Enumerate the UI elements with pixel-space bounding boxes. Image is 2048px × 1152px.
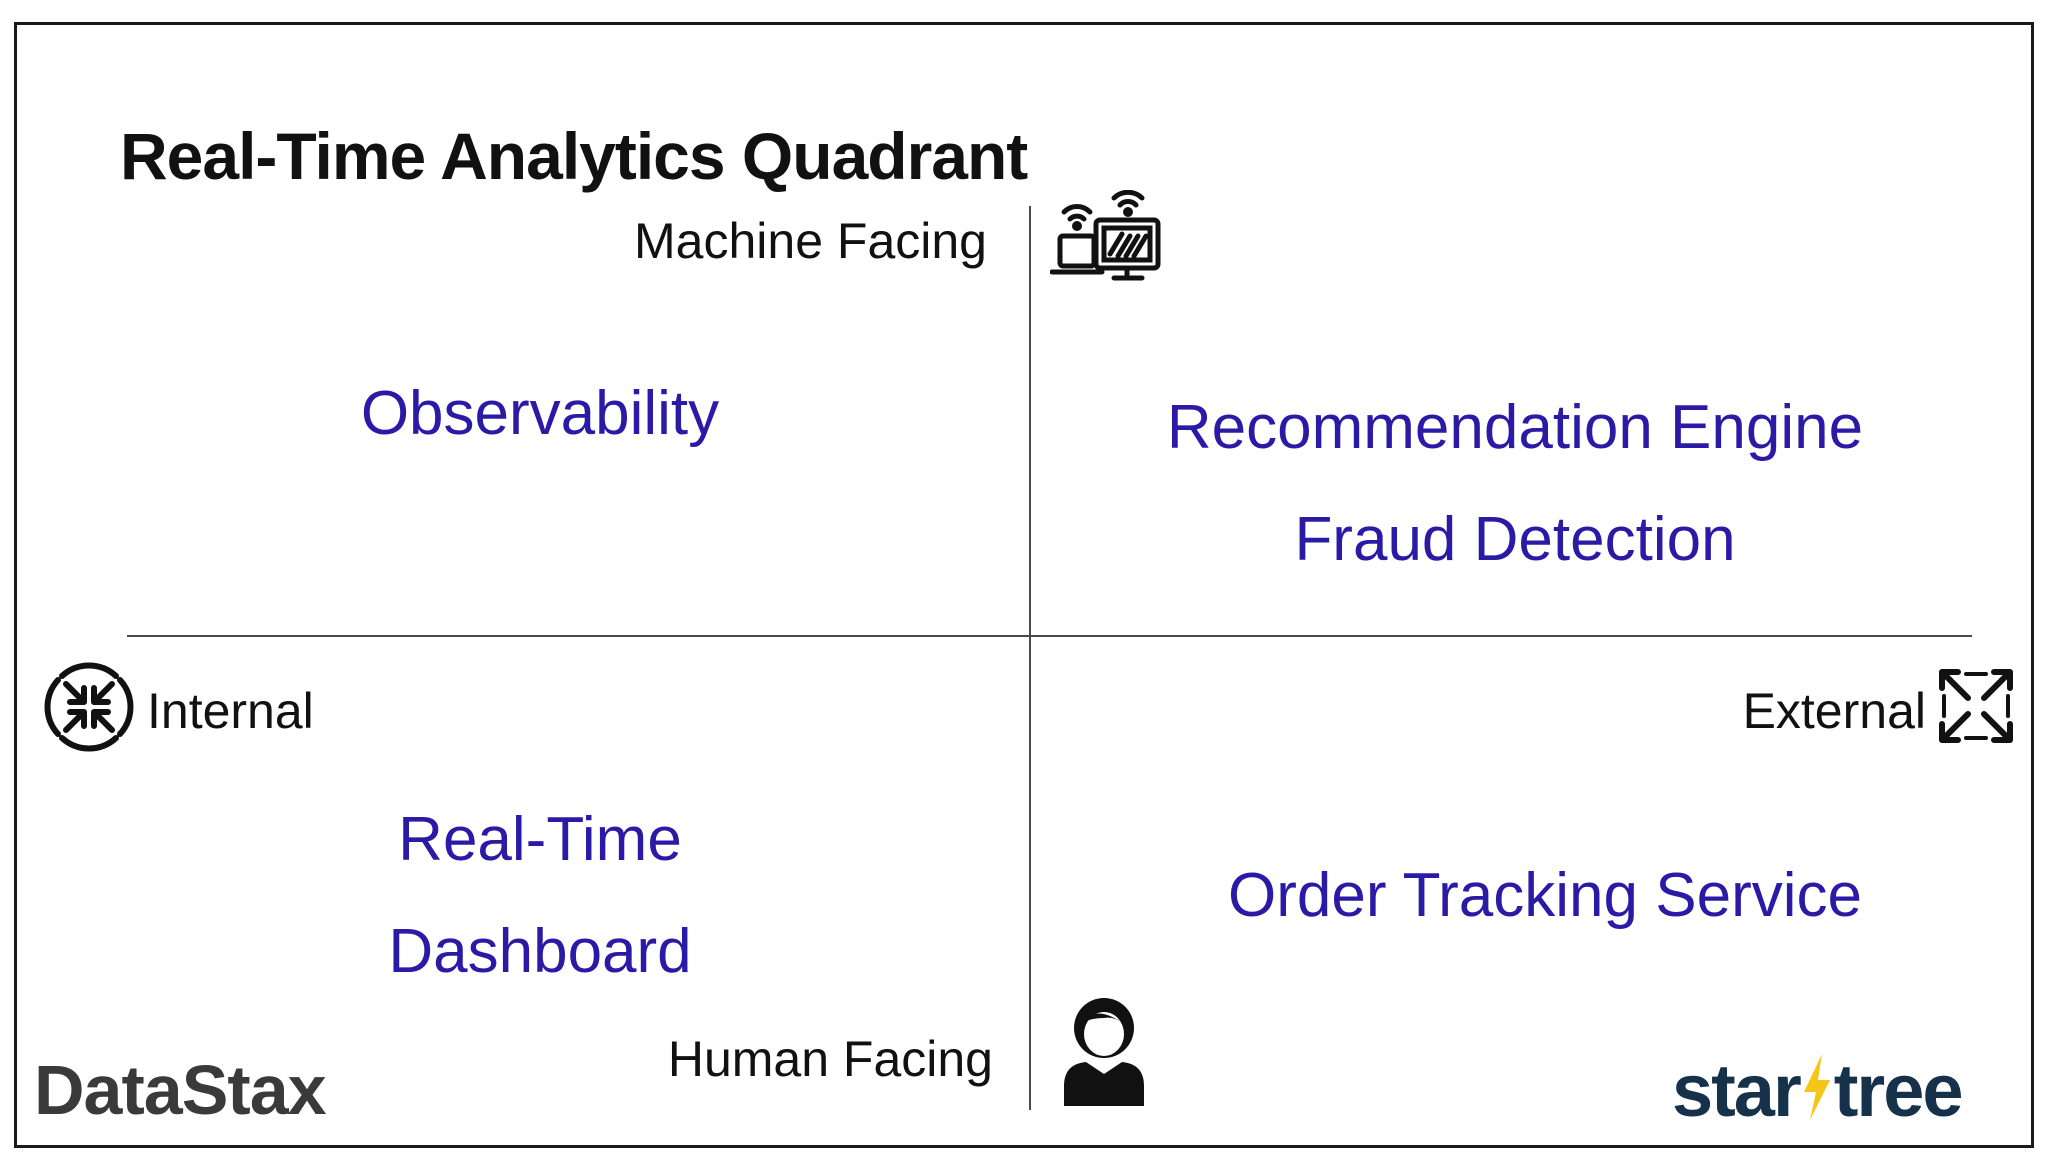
person-icon (1064, 998, 1144, 1106)
quadrant-item-dashboard: Dashboard (388, 917, 692, 986)
arrows-inward-icon (44, 662, 134, 752)
startree-logo: star tree (1672, 1048, 1964, 1133)
datastax-logo: DataStax (34, 1051, 327, 1129)
connected-devices-icon (1050, 190, 1161, 281)
vertical-axis (1029, 206, 1031, 1110)
quadrant-item-order-tracking-service: Order Tracking Service (1228, 861, 1862, 930)
quadrant-item-recommendation-engine: Recommendation Engine (1166, 393, 1864, 462)
quadrant-item-real-time: Real-Time (398, 805, 682, 874)
arrows-outward-icon (1939, 669, 2013, 743)
diagram-title: Real-Time Analytics Quadrant (120, 119, 1028, 193)
axis-label-left: Internal (147, 683, 314, 739)
startree-logo-part2: tree (1833, 1049, 1964, 1132)
axis-label-bottom: Human Facing (667, 1031, 993, 1087)
lightning-bolt-icon (1803, 1054, 1830, 1120)
axis-label-right: External (1742, 683, 1926, 739)
quadrant-item-observability: Observability (360, 379, 720, 448)
horizontal-axis (127, 635, 1972, 637)
quadrant-item-fraud-detection: Fraud Detection (1294, 505, 1736, 574)
diagram-frame (14, 22, 2034, 1148)
axis-label-top: Machine Facing (634, 213, 987, 269)
startree-logo-part1: star (1672, 1049, 1802, 1132)
